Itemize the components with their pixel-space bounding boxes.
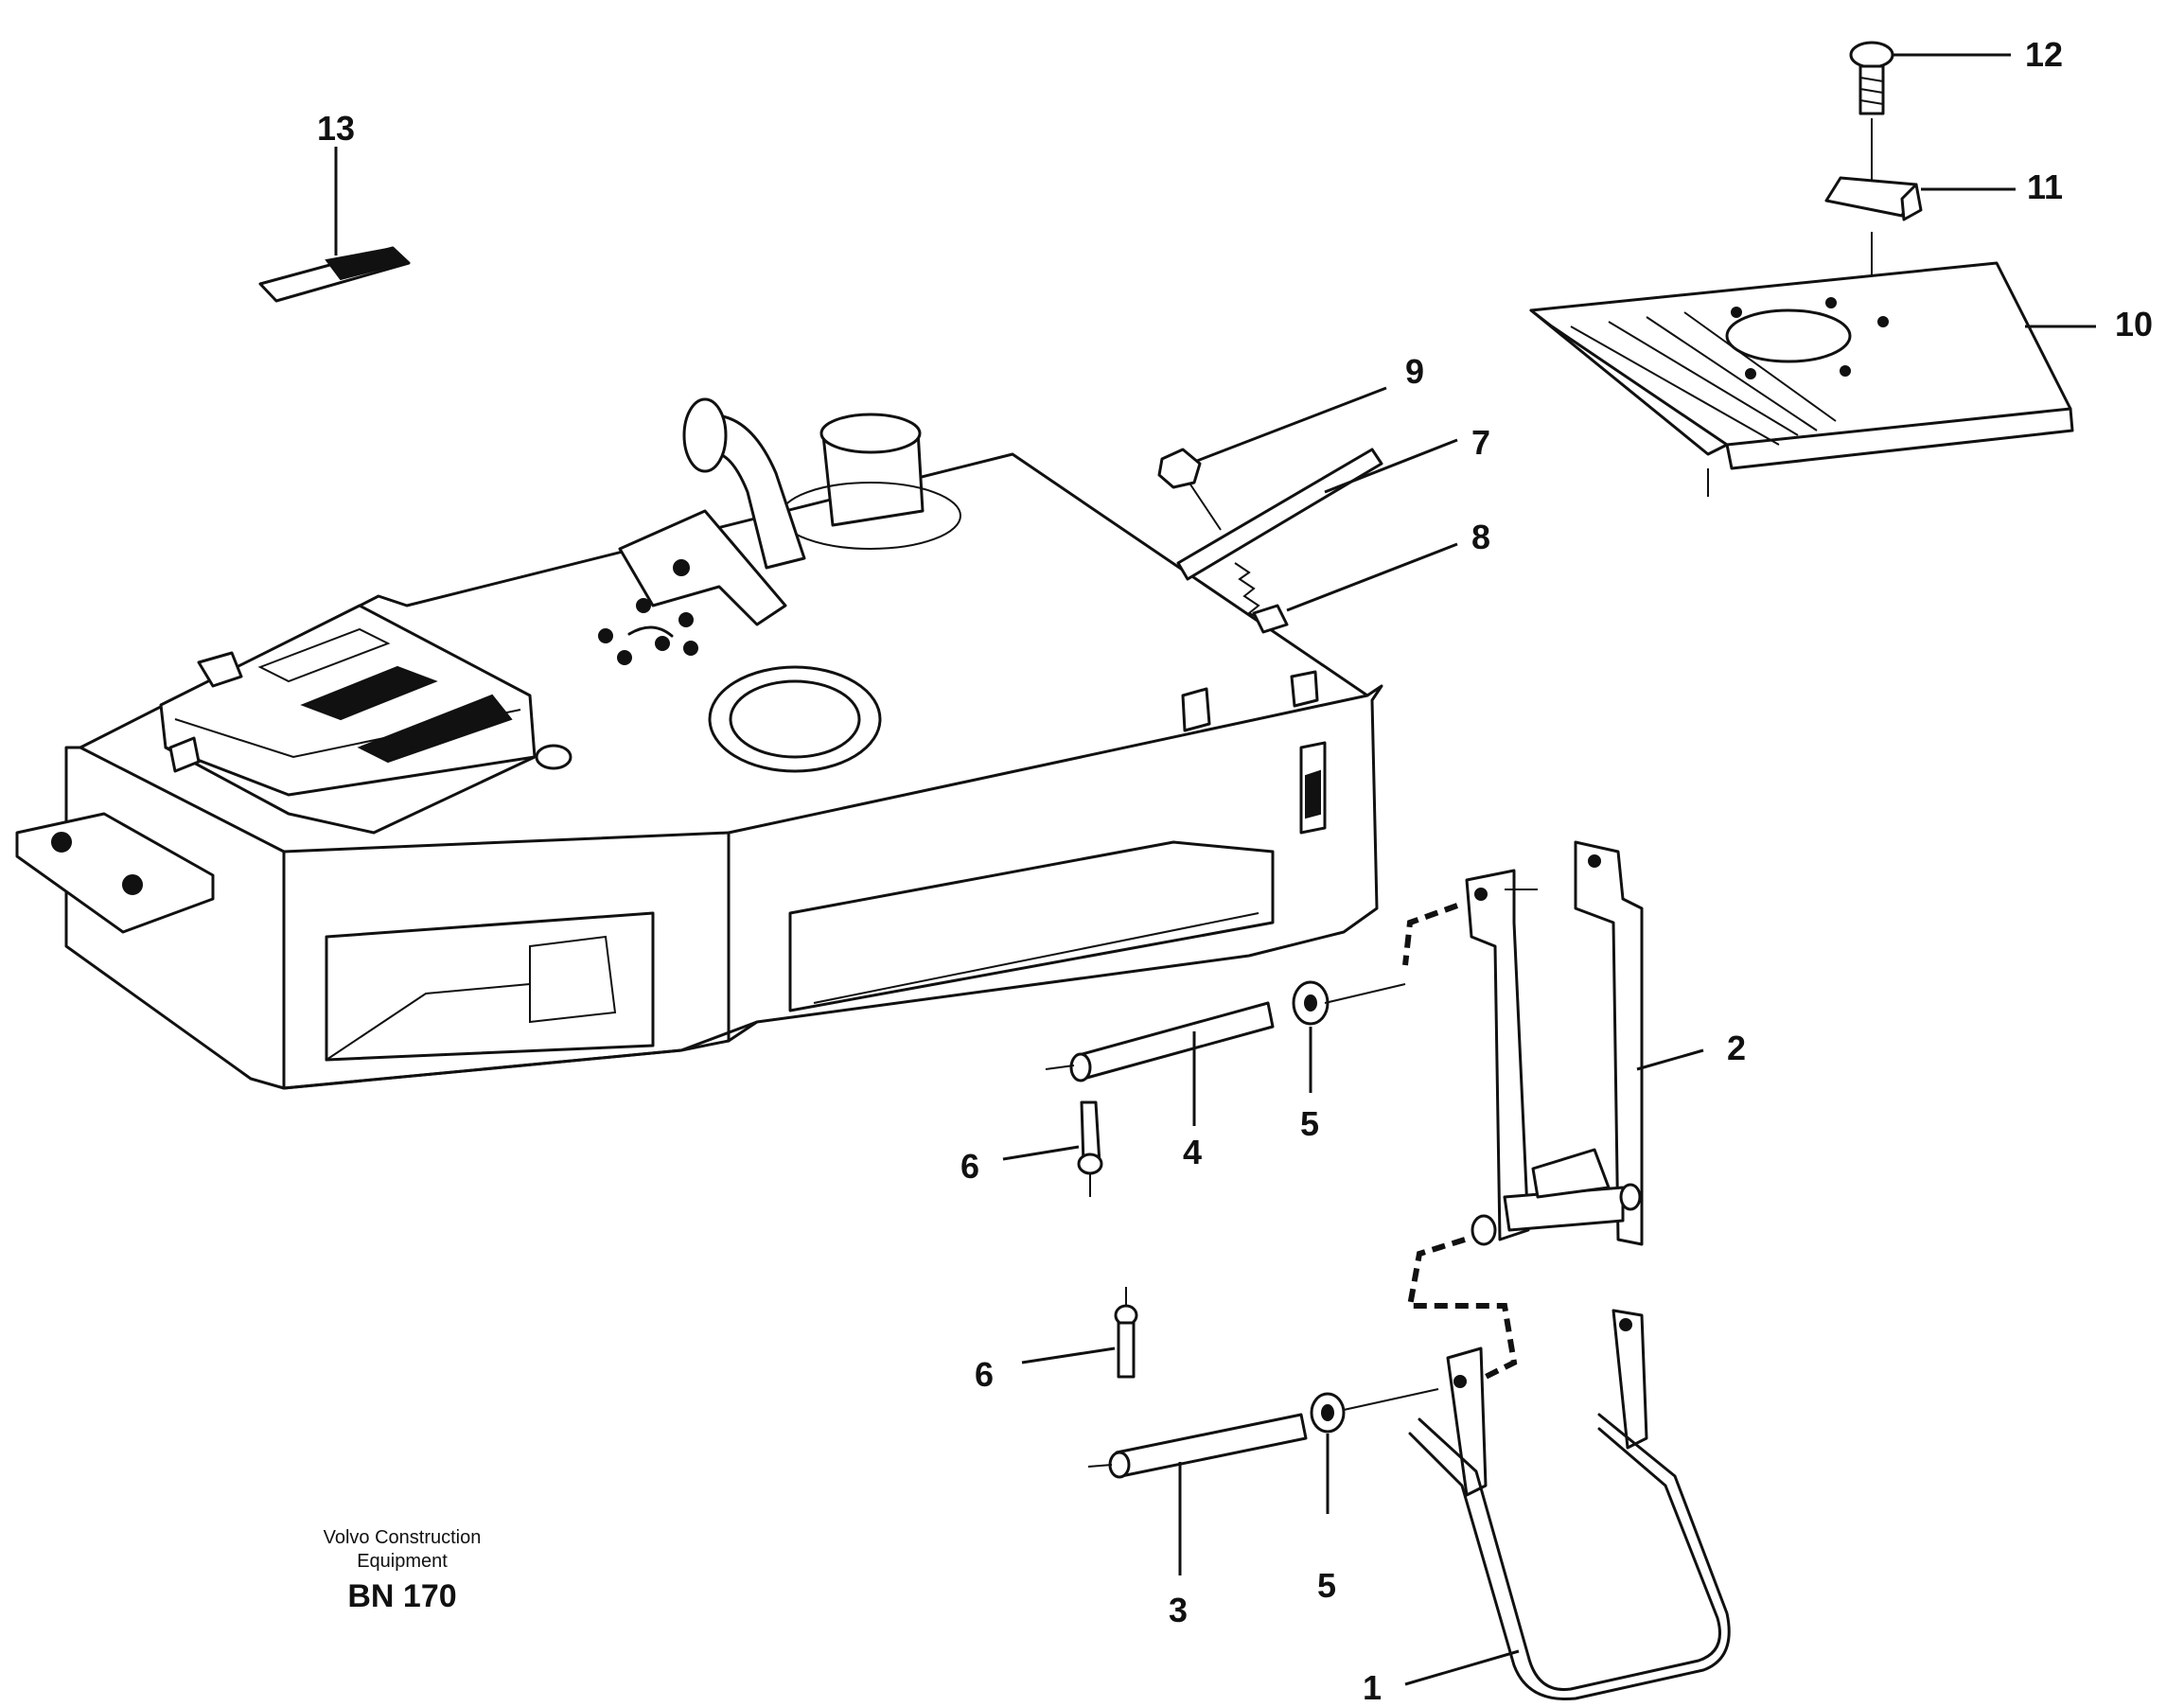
tank-body — [15, 397, 1383, 1090]
callout-12: 12 — [2025, 35, 2064, 74]
callout-9: 9 — [1405, 352, 1425, 391]
part-7-bracket — [1176, 438, 1458, 581]
callout-10: 10 — [2115, 305, 2154, 343]
part-6-split-pin-upper — [1002, 1100, 1103, 1197]
callout-6-lower: 6 — [975, 1355, 995, 1394]
part-13-sticker-plate — [258, 147, 411, 303]
part-2-step-bracket — [1402, 840, 1704, 1246]
part-6-split-pin-lower — [1021, 1287, 1138, 1379]
callout-4: 4 — [1183, 1133, 1203, 1171]
part-5-washer-upper — [1292, 980, 1406, 1093]
part-3-pin — [1087, 1413, 1308, 1575]
part-8-spring — [1234, 542, 1458, 634]
part-9-nut — [1157, 386, 1387, 531]
callout-1: 1 — [1363, 1668, 1383, 1707]
part-1-step — [1404, 1309, 1731, 1701]
callout-3: 3 — [1169, 1591, 1189, 1629]
part-12-bolt — [1849, 41, 2011, 180]
connector-dashes — [1406, 1237, 1518, 1384]
callout-5-upper: 5 — [1300, 1104, 1320, 1143]
part-4-pin — [1045, 1001, 1275, 1126]
callout-2: 2 — [1727, 1029, 1747, 1067]
callout-13: 13 — [317, 109, 356, 148]
credit-code: BN 170 — [347, 1578, 457, 1614]
callout-6-upper: 6 — [960, 1147, 980, 1186]
callout-11: 11 — [2027, 167, 2064, 206]
credit-company: Volvo Construction Equipment — [323, 1527, 482, 1572]
part-10-cover-plate — [1529, 261, 2096, 497]
callout-8: 8 — [1471, 518, 1491, 556]
part-5-washer-lower — [1310, 1388, 1439, 1514]
callout-7: 7 — [1471, 423, 1491, 462]
callout-5-lower: 5 — [1317, 1566, 1337, 1605]
